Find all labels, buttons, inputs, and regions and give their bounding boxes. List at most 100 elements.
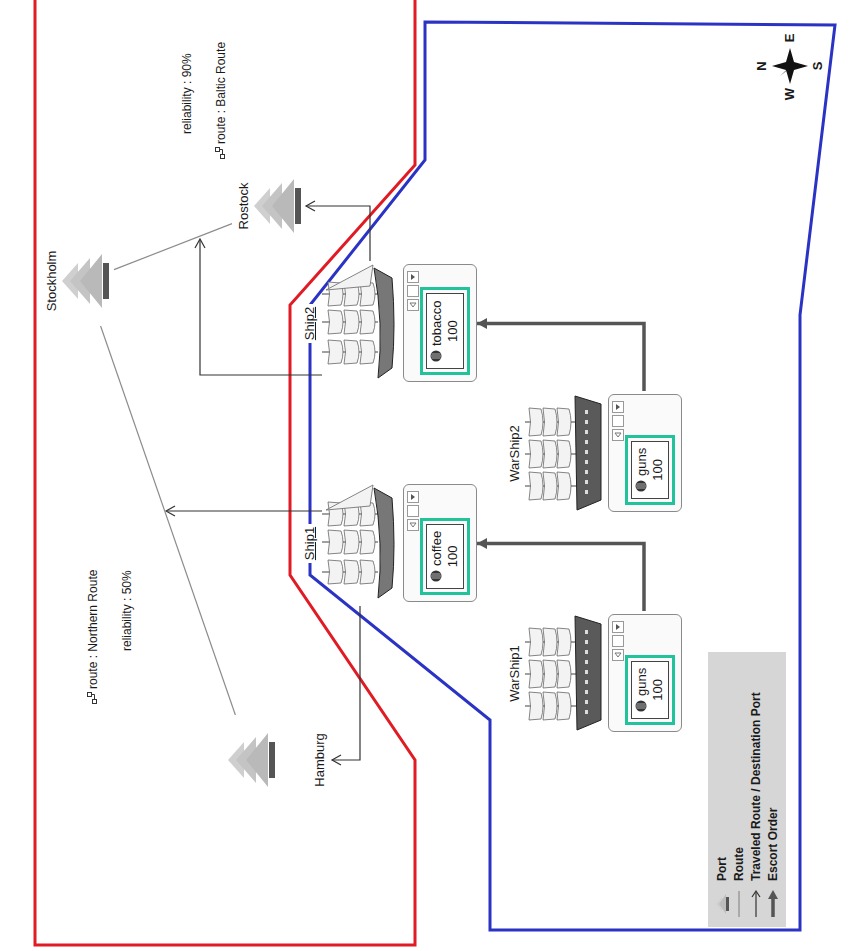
cargo-row: 100 (445, 300, 461, 362)
ship-picture-part (374, 488, 394, 598)
compass-letter: N (755, 61, 769, 70)
legend-sample-part (726, 897, 729, 911)
cargo-panel: coffee100 (403, 484, 477, 602)
spin-controls-part (408, 492, 419, 503)
ship-picture-part (374, 268, 394, 378)
legend-row: Escort Order (764, 660, 781, 919)
warship-picture-part (585, 660, 588, 664)
ship-picture-part (344, 560, 359, 584)
route-icon (86, 692, 98, 704)
cargo-amount: 100 (445, 546, 460, 568)
escort-order (477, 538, 644, 611)
escort-order (477, 318, 644, 391)
escort-order-path (477, 544, 644, 612)
ship-name: Ship1 (302, 524, 317, 563)
legend-row: Route (730, 660, 747, 919)
ship-picture-part (328, 560, 343, 584)
legend-text: Escort Order (766, 808, 780, 881)
traveled-route-head (195, 239, 205, 248)
cargo-icon (430, 350, 442, 362)
route-label: route : Northern Route (86, 568, 101, 706)
legend-sample (715, 889, 729, 919)
spin-controls-part (616, 624, 620, 630)
cargo-panel: tobacco100 (403, 264, 477, 382)
route-line-path (114, 224, 232, 270)
cargo-icon-part (431, 356, 441, 357)
legend-sample-part (771, 898, 775, 917)
warship-picture-part (585, 650, 588, 654)
compass-rose (772, 48, 808, 84)
cargo-row: 100 (650, 448, 666, 492)
spin-controls-part (408, 520, 419, 531)
traveled-route-head (166, 506, 175, 516)
legend-sample (749, 889, 763, 919)
warship-picture-part (585, 670, 588, 674)
red-region (35, 0, 415, 945)
cargo-icon-part (432, 574, 441, 575)
cargo-icon-part (636, 486, 646, 487)
warship-picture-part (585, 410, 588, 414)
ship-picture-part (360, 340, 375, 364)
traveled-route-line (167, 510, 322, 511)
warship-picture-part (529, 628, 543, 656)
cargo-icon-part (636, 481, 647, 492)
arrow-head (306, 201, 315, 211)
spin-controls-part (615, 433, 621, 437)
ship-picture-part (360, 530, 375, 554)
arrow-head (477, 318, 487, 329)
cargo-icon-part (637, 704, 646, 705)
legend-sample-part (752, 891, 760, 897)
warship-picture-part (585, 640, 588, 644)
legend-sample-part (768, 890, 778, 899)
spin-controls-part (615, 653, 621, 657)
warship-node: WarShip2 guns100 (505, 391, 682, 516)
cargo-icon-part (431, 351, 442, 362)
spin-controls-part (408, 272, 419, 283)
ship-picture-part (344, 530, 359, 554)
ship-picture-part (328, 340, 343, 364)
cargo-panel: guns100 (608, 614, 682, 732)
warship-picture-part (543, 472, 557, 500)
spin-controls-part (410, 523, 416, 527)
route-icon-part (220, 150, 223, 155)
spin-controls-part (613, 650, 624, 661)
reliability-label: reliability : 50% (120, 568, 135, 653)
traveled-route-path (332, 606, 360, 760)
cargo-icon (635, 480, 647, 492)
warship-picture-part (557, 440, 571, 468)
route-icon-part (93, 700, 97, 704)
warship-picture-part (529, 440, 543, 468)
route-label: route : Baltic Route (214, 40, 229, 161)
port-icon (226, 730, 276, 790)
warship-picture-part (557, 660, 571, 688)
ship-name-row: WarShip2 (505, 391, 523, 516)
spin-controls-part (411, 274, 415, 280)
cargo-icon-part (636, 701, 647, 712)
cargo-icon-part (432, 354, 441, 355)
cargo-icon (635, 700, 647, 712)
warship-picture-part (543, 440, 557, 468)
arrow-head (477, 538, 487, 549)
warship-picture-part (557, 472, 571, 500)
warship-node: WarShip1guns100 (505, 611, 682, 736)
ship-picture-part (328, 530, 343, 554)
warship-picture-part (575, 616, 601, 730)
spin-controls-part (613, 402, 624, 413)
ship-picture (318, 481, 400, 606)
warship-picture-part (585, 710, 588, 714)
legend-sample (732, 889, 746, 919)
port-name: Hamburg (312, 715, 328, 805)
ship-name: Ship2 (302, 304, 317, 343)
route-line (114, 224, 232, 270)
cargo-name: guns (634, 668, 649, 696)
cargo-row: guns (634, 448, 650, 492)
warship-picture-part (585, 420, 588, 424)
spin-controls (612, 621, 624, 661)
cargo-panel: guns100 (608, 394, 682, 512)
spin-controls-part (616, 404, 620, 410)
legend-text: Traveled Route / Destination Port (749, 692, 763, 881)
warship-picture-part (585, 430, 588, 434)
cargo-icon-part (431, 571, 442, 582)
